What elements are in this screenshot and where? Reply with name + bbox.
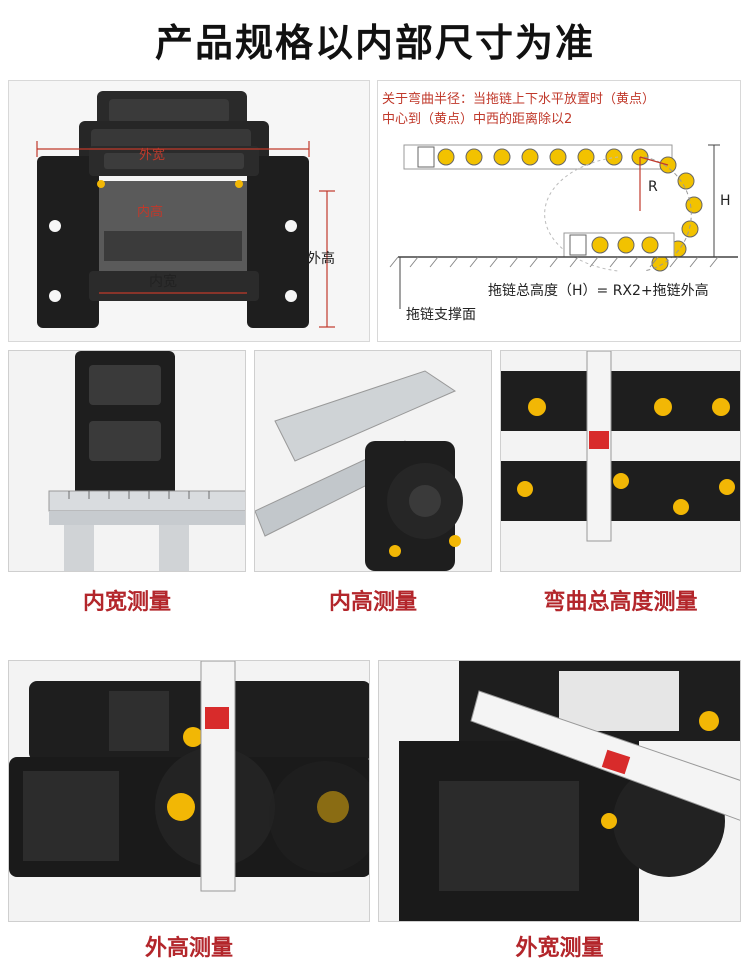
bend-height-measure-photo [500,350,741,572]
page-title: 产品规格以内部尺寸为准 [154,21,595,65]
lower-chain-row [563,232,675,258]
note-line-1: 关于弯曲半径：当拖链上下水平放置时（黄点） [382,91,655,107]
height-label: H [720,193,731,209]
bend-radius-diagram-panel: 关于弯曲半径：当拖链上下水平放置时（黄点） 中心到（黄点）中西的距离除以2 R [377,80,741,342]
outer-width-label: 外宽 [139,147,165,163]
drag-chain-dimension-illustration: 外宽 内高 外高 内宽 [9,81,369,341]
outer-width-measure-photo [378,660,741,922]
outer-width-caption: 外宽测量 [515,936,604,961]
inner-width-label: 内宽 [149,273,177,290]
inner-height-measure-photo [254,350,492,572]
inner-height-label: 内高 [137,204,163,220]
formula-text: 拖链总高度（H）= RX2+拖链外高 [488,282,709,299]
outer-height-label: 外高 [307,250,335,267]
inner-width-caption: 内宽测量 [82,590,171,615]
note-line-2: 中心到（黄点）中西的距离除以2 [382,111,572,127]
inner-width-measure-photo [8,350,246,572]
outer-height-caption: 外高测量 [144,936,233,961]
dimension-photo-panel: 外宽 内高 外高 内宽 [8,80,370,342]
outer-height-measure-photo [8,660,370,922]
support-surface-label: 拖链支撑面 [406,307,476,323]
upper-chain-row [403,144,673,170]
radius-label: R [648,179,658,195]
inner-height-caption: 内高测量 [328,590,417,615]
bend-height-caption: 弯曲总高度测量 [543,590,698,615]
bend-radius-diagram: 关于弯曲半径：当拖链上下水平放置时（黄点） 中心到（黄点）中西的距离除以2 R [382,91,738,323]
ground-hatching [389,256,719,268]
